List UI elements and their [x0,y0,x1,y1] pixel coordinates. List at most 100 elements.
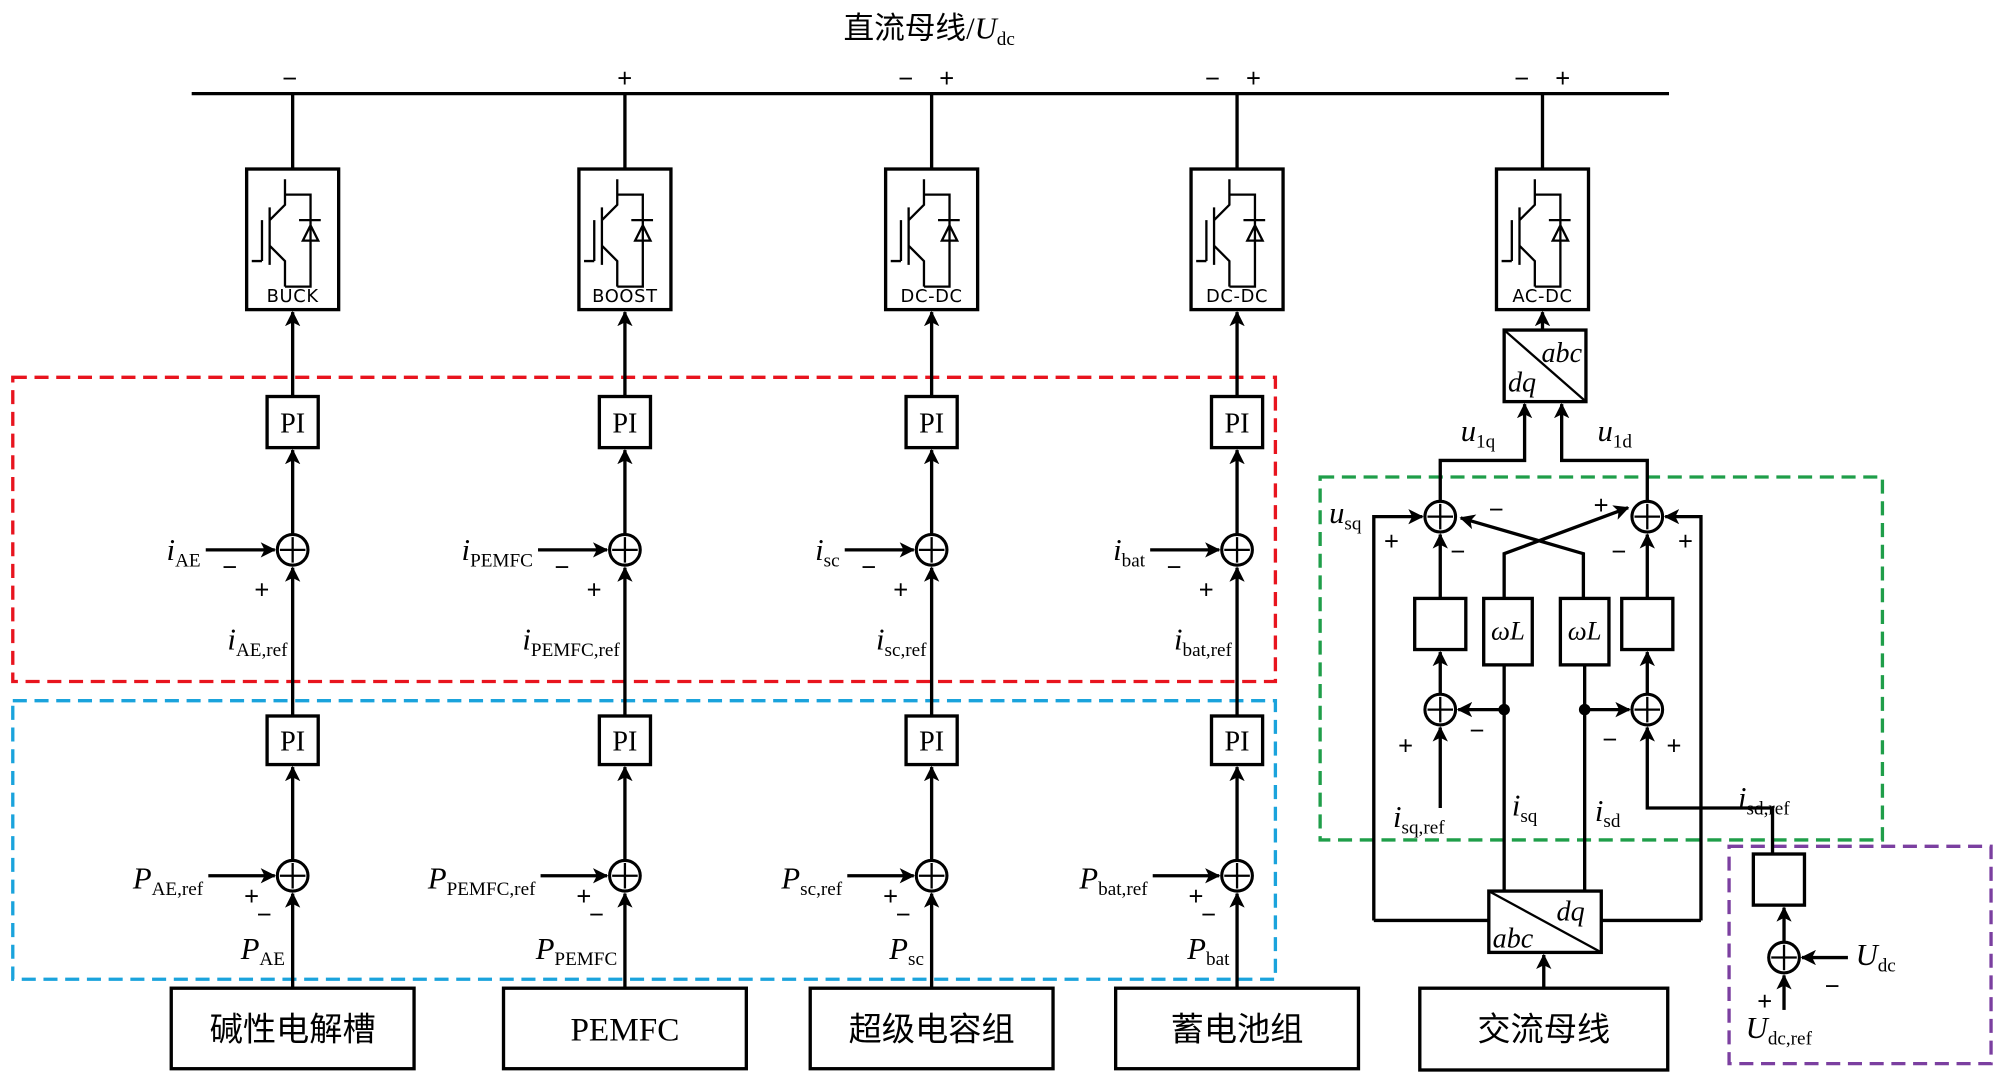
sc-terminal-sign-pos: + [939,65,954,93]
svg-text:−: − [1201,901,1216,929]
svg-text:+: + [576,883,591,911]
power-measured-label: PPEMFC [535,932,618,970]
svg-text:+: + [1757,988,1772,1016]
current-measured-label: iAE [167,533,201,571]
svg-text:ωL: ωL [1568,615,1602,645]
current-pi-block: PI [1209,394,1265,450]
svg-text:+: + [883,883,898,911]
svg-text:PI: PI [280,727,305,758]
converter-label: DC-DC [1206,286,1268,307]
igbt-icon [1196,179,1266,288]
usq-label: usq [1329,496,1362,534]
acdc-converter: AC-DC [1494,167,1591,312]
current-error-sum [1220,532,1254,567]
svg-text:PI: PI [1225,727,1250,758]
svg-text:−: − [1489,496,1504,524]
svg-text:PI: PI [1225,408,1250,439]
q-axis-error-sum [1423,692,1458,727]
ac-branch: AC-DC abc dq u1q u1d [1329,93,1896,1072]
converter-sc: DC-DC [883,167,980,312]
igbt-icon [251,179,321,288]
svg-text:PI: PI [280,408,305,439]
voltage-error-sum [1767,940,1801,975]
svg-text:−: − [1612,538,1627,566]
u1d-label: u1d [1597,414,1632,452]
svg-text:dq: dq [1508,367,1536,398]
svg-text:+: + [1594,492,1609,520]
svg-text:PEMFC: PEMFC [570,1012,679,1049]
dc-voltage-loop-region [1727,844,1993,1066]
current-reference-label: iPEMFC,ref [522,623,620,661]
isd-ref-label: isd,ref [1738,781,1790,819]
svg-text:碱性电解槽: 碱性电解槽 [210,1012,376,1049]
current-measured-label: iPEMFC [462,533,533,571]
current-pi-block: PI [904,394,959,450]
source-block-bat: 蓄电池组 [1113,986,1361,1071]
acdc-terminal-sign-pos: + [1555,65,1570,93]
power-error-sum [275,858,310,893]
q-axis-controller-block [1413,596,1468,652]
svg-text:−: − [555,553,570,581]
svg-text:ωL: ωL [1491,615,1525,645]
svg-text:+: + [893,576,908,604]
svg-text:abc: abc [1493,923,1534,954]
power-measured-label: Psc [888,932,924,970]
source-block-sc: 超级电容组 [808,986,1055,1071]
sc-terminal-sign-neg: − [898,65,913,93]
q-axis-output-sum [1423,499,1458,534]
svg-text:+: + [1678,528,1693,556]
boost-terminal-sign: + [617,65,632,93]
bat-terminal-sign-pos: + [1246,65,1261,93]
dc-bus-title: 直流母线/Udc [843,12,1014,50]
current-reference-label: iAE,ref [227,623,288,661]
svg-text:PI: PI [919,727,944,758]
power-reference-label: PAE,ref [132,862,204,900]
current-pi-block: PI [597,394,653,450]
power-pi-block: PI [1209,714,1265,767]
acdc-label: AC-DC [1512,286,1572,307]
dc-current-loop-region [11,375,1278,684]
buck-terminal-sign: − [282,65,297,93]
wl-block-right: ωL [1558,596,1611,667]
u1q-label: u1q [1461,414,1496,452]
dc-branch-pemfc: BOOSTPIiPEMFC−+iPEMFC,refPIPPEMFC,ref+−P… [427,93,748,1071]
svg-text:−: − [1470,717,1485,745]
udc-ref-label: Udc,ref [1746,1011,1813,1049]
source-block-ae: 碱性电解槽 [169,986,416,1071]
igbt-icon [584,179,654,288]
svg-text:交流母线: 交流母线 [1477,1012,1610,1049]
current-reference-label: ibat,ref [1174,623,1233,661]
svg-text:−: − [1167,553,1182,581]
power-measured-label: Pbat [1186,932,1230,970]
power-error-sum [914,858,949,893]
power-pi-block: PI [904,714,959,767]
svg-text:PI: PI [919,408,944,439]
svg-text:+: + [1398,732,1413,760]
svg-text:dq: dq [1557,896,1585,927]
svg-text:abc: abc [1542,338,1583,369]
converter-label: BUCK [267,286,320,307]
svg-text:PI: PI [612,727,637,758]
svg-text:+: + [1188,883,1203,911]
converter-bat: DC-DC [1189,167,1285,312]
svg-text:+: + [1384,528,1399,556]
svg-text:−: − [257,901,272,929]
acdc-terminal-sign-neg: − [1514,65,1529,93]
source-block-pemfc: PEMFC [501,986,748,1071]
current-measured-label: isc [815,533,840,571]
power-measured-label: PAE [240,932,285,970]
svg-text:−: − [1825,973,1840,1001]
igbt-icon [1501,179,1571,288]
svg-text:PI: PI [612,408,637,439]
svg-text:+: + [587,576,602,604]
current-measured-label: ibat [1113,533,1146,571]
svg-text:蓄电池组: 蓄电池组 [1171,1012,1304,1049]
power-pi-block: PI [597,714,653,767]
svg-text:+: + [254,576,269,604]
converter-label: DC-DC [901,286,963,307]
power-reference-label: Psc,ref [780,862,842,900]
svg-text:−: − [1450,538,1465,566]
bat-terminal-sign-neg: − [1205,65,1220,93]
isq-ref-label: isq,ref [1393,800,1445,838]
